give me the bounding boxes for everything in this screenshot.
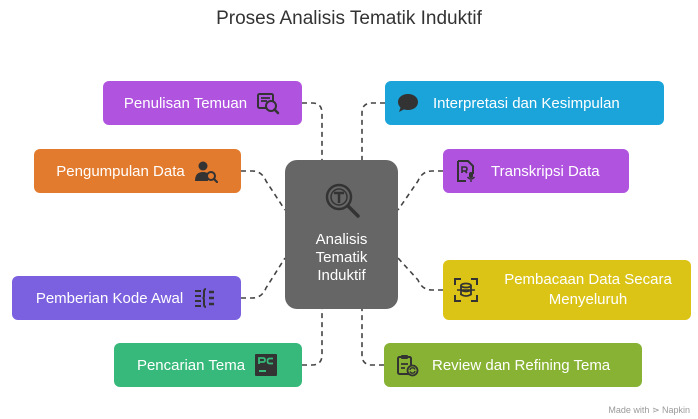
node-pencarian-label: Pencarian Tema [136,356,246,374]
connector-pembacaan [397,257,443,291]
center-topic: Analisis Tematik Induktif [285,160,398,309]
node-transkripsi-data: Transkripsi Data [443,149,629,193]
node-review-dan-refining-tema: Review dan Refining Tema [384,343,642,387]
transcript-mic-icon [453,158,479,184]
connector-pemberian [241,257,286,299]
node-penulisan-label: Penulisan Temuan [123,94,248,112]
center-line-2: Tematik [315,249,368,266]
node-transkripsi-label: Transkripsi Data [491,162,600,180]
connector-penulisan [302,102,323,160]
node-pengumpulan-label: Pengumpulan Data [56,162,185,180]
magnifier-document-icon [255,90,281,116]
node-penulisan-temuan: Penulisan Temuan [103,81,302,125]
node-pemberian-label: Pemberian Kode Awal [35,289,184,307]
connector-interpretasi [361,102,385,160]
node-review-label: Review dan Refining Tema [432,356,611,374]
diagram-title: Proses Analisis Tematik Induktif [216,8,482,29]
center-label: Analisis Tematik Induktif [292,231,392,285]
center-line-1: Analisis [315,231,368,248]
node-pencarian-tema: Pencarian Tema [114,343,302,387]
node-interpretasi-dan-kesimpulan: Interpretasi dan Kesimpulan [385,81,664,125]
connector-pengumpulan [241,170,286,211]
connector-transkripsi [397,170,443,211]
magnifier-text-icon [322,180,362,225]
napkin-watermark: Made with ⋗ Napkin [608,405,690,415]
node-pengumpulan-data: Pengumpulan Data [34,149,241,193]
connector-review [361,309,384,366]
user-search-icon [193,158,219,184]
scan-database-icon [453,277,479,303]
node-interpretasi-label: Interpretasi dan Kesimpulan [433,94,620,112]
connector-pencarian [302,309,323,366]
terminal-pc-icon [253,352,279,378]
speech-bubble-icon [395,90,421,116]
clipboard-refresh-icon [394,352,420,378]
node-pembacaan-data-secara-menyeluruh: Pembacaan Data Secara Menyeluruh [443,260,691,320]
node-pemberian-kode-awal: Pemberian Kode Awal [12,276,241,320]
center-line-3: Induktif [317,267,366,284]
code-list-icon [191,285,217,311]
node-pembacaan-label: Pembacaan Data Secara Menyeluruh [504,271,672,308]
